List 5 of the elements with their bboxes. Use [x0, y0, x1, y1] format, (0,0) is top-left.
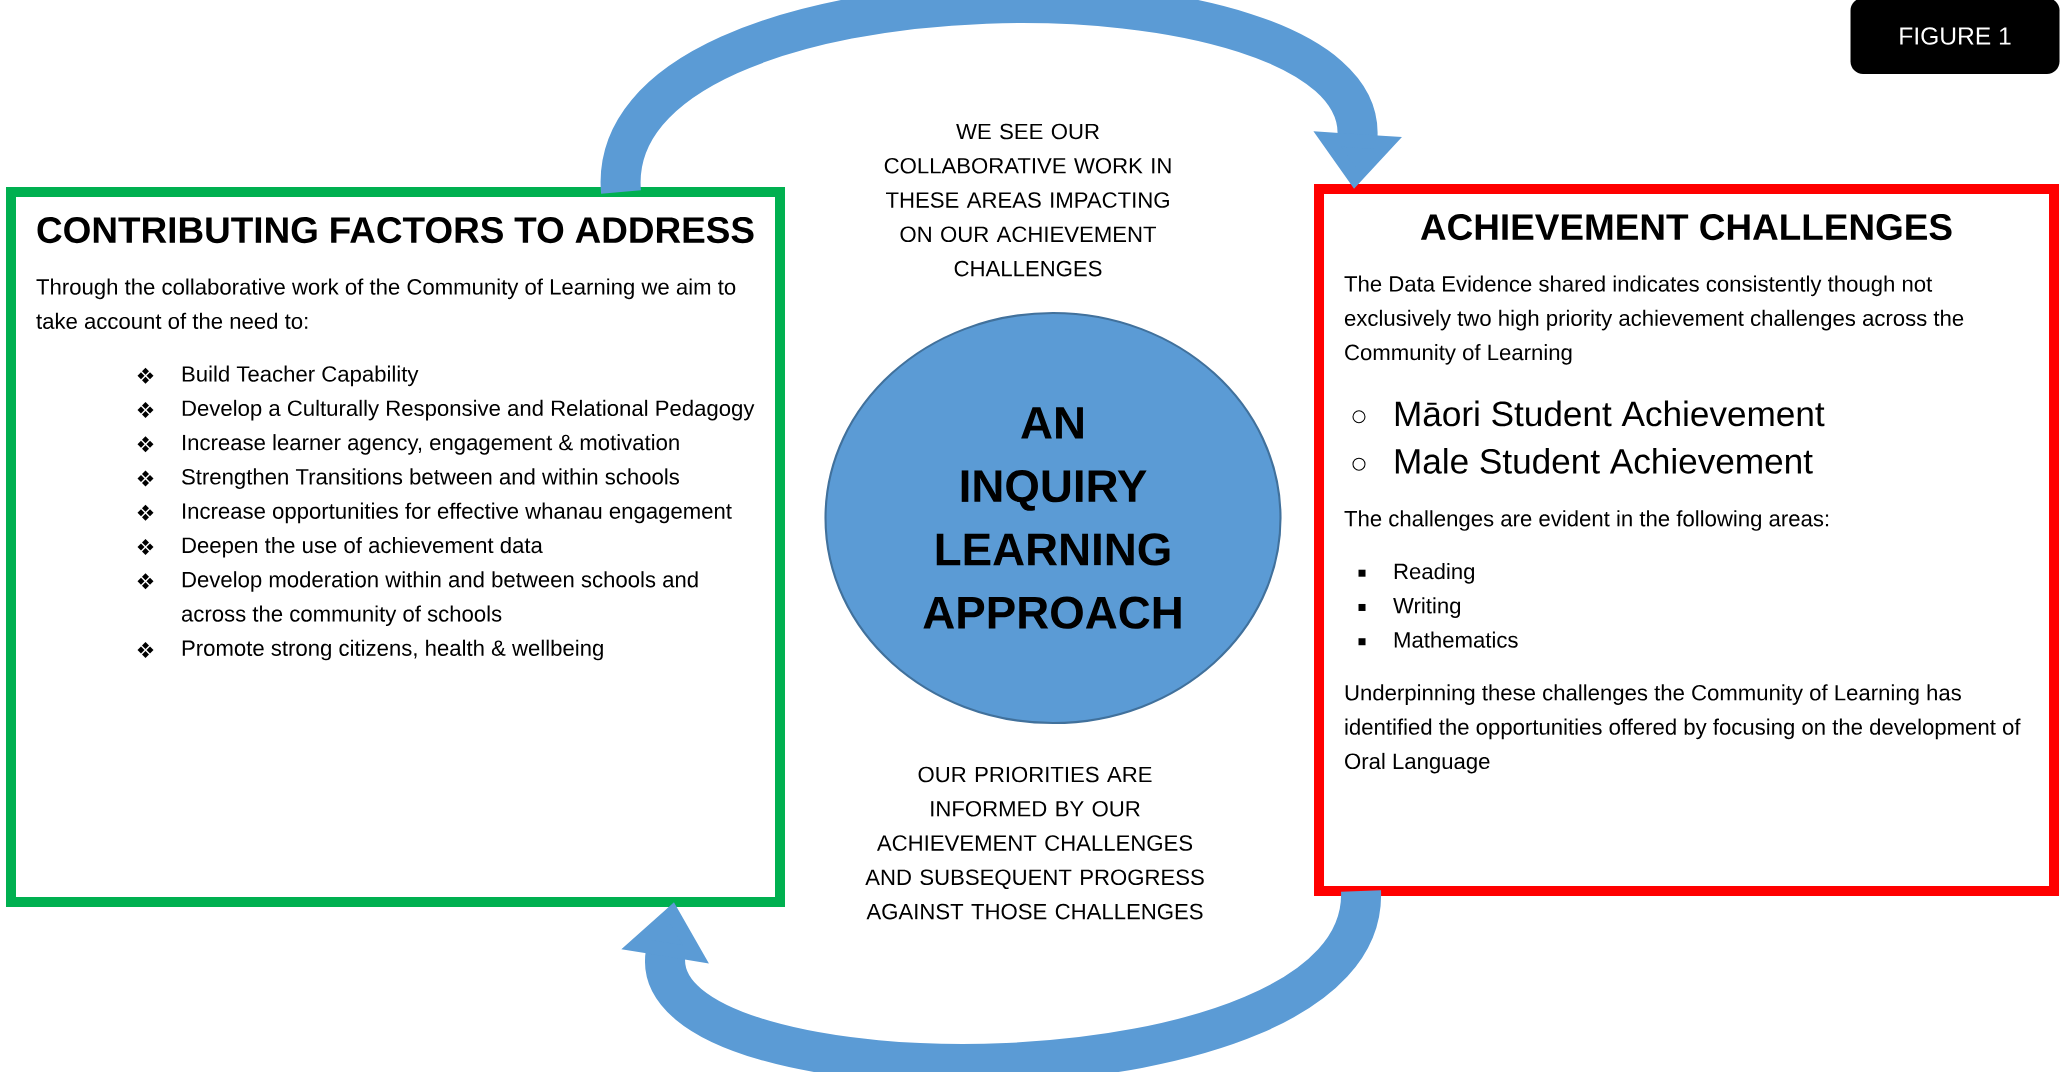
caption-text: OUR PRIORITIES ARE INFORMED BY OUR ACHIEVEMENT CHALLENGES AND SUBSEQUENT PROGRESS AGAINST THOSE CHALLENGES — [865, 766, 1204, 920]
challenges-box: ACHIEVEMENT CHALLENGES The Data Evidence shared indicates consistently though not exclusively two high priority achievement challenges across the Community of Learning Māori Student Achievement Male Student Achievement The challenges are evident in the following areas: Reading Writing Mathematics Underpinning these challenges the Community of Learning has identified the opportunities offered by focusing on the development of Oral Language — [1314, 184, 2059, 896]
caption-text: WE SEE OUR COLLABORATIVE WORK IN THESE AREAS IMPACTING ON OUR ACHIEVEMENT CHALLENGES — [884, 123, 1171, 277]
figure-tab: FIGURE 1 — [1850, 0, 2060, 74]
factors-box: CONTRIBUTING FACTORS TO ADDRESS Through the collaborative work of the Community of Learning we aim to take account of the need to: Build Teacher Capability Develop a Culturally Responsive and Relational Pedagogy Increase learner agency, engagement & motivation Strengthen Transitions between and within schools Increase opportunities for effective whanau engagement Deepen the use of achievement data Develop moderation within and between schools and across the community of schools Promote strong citizens, health & wellbeing — [6, 187, 785, 907]
